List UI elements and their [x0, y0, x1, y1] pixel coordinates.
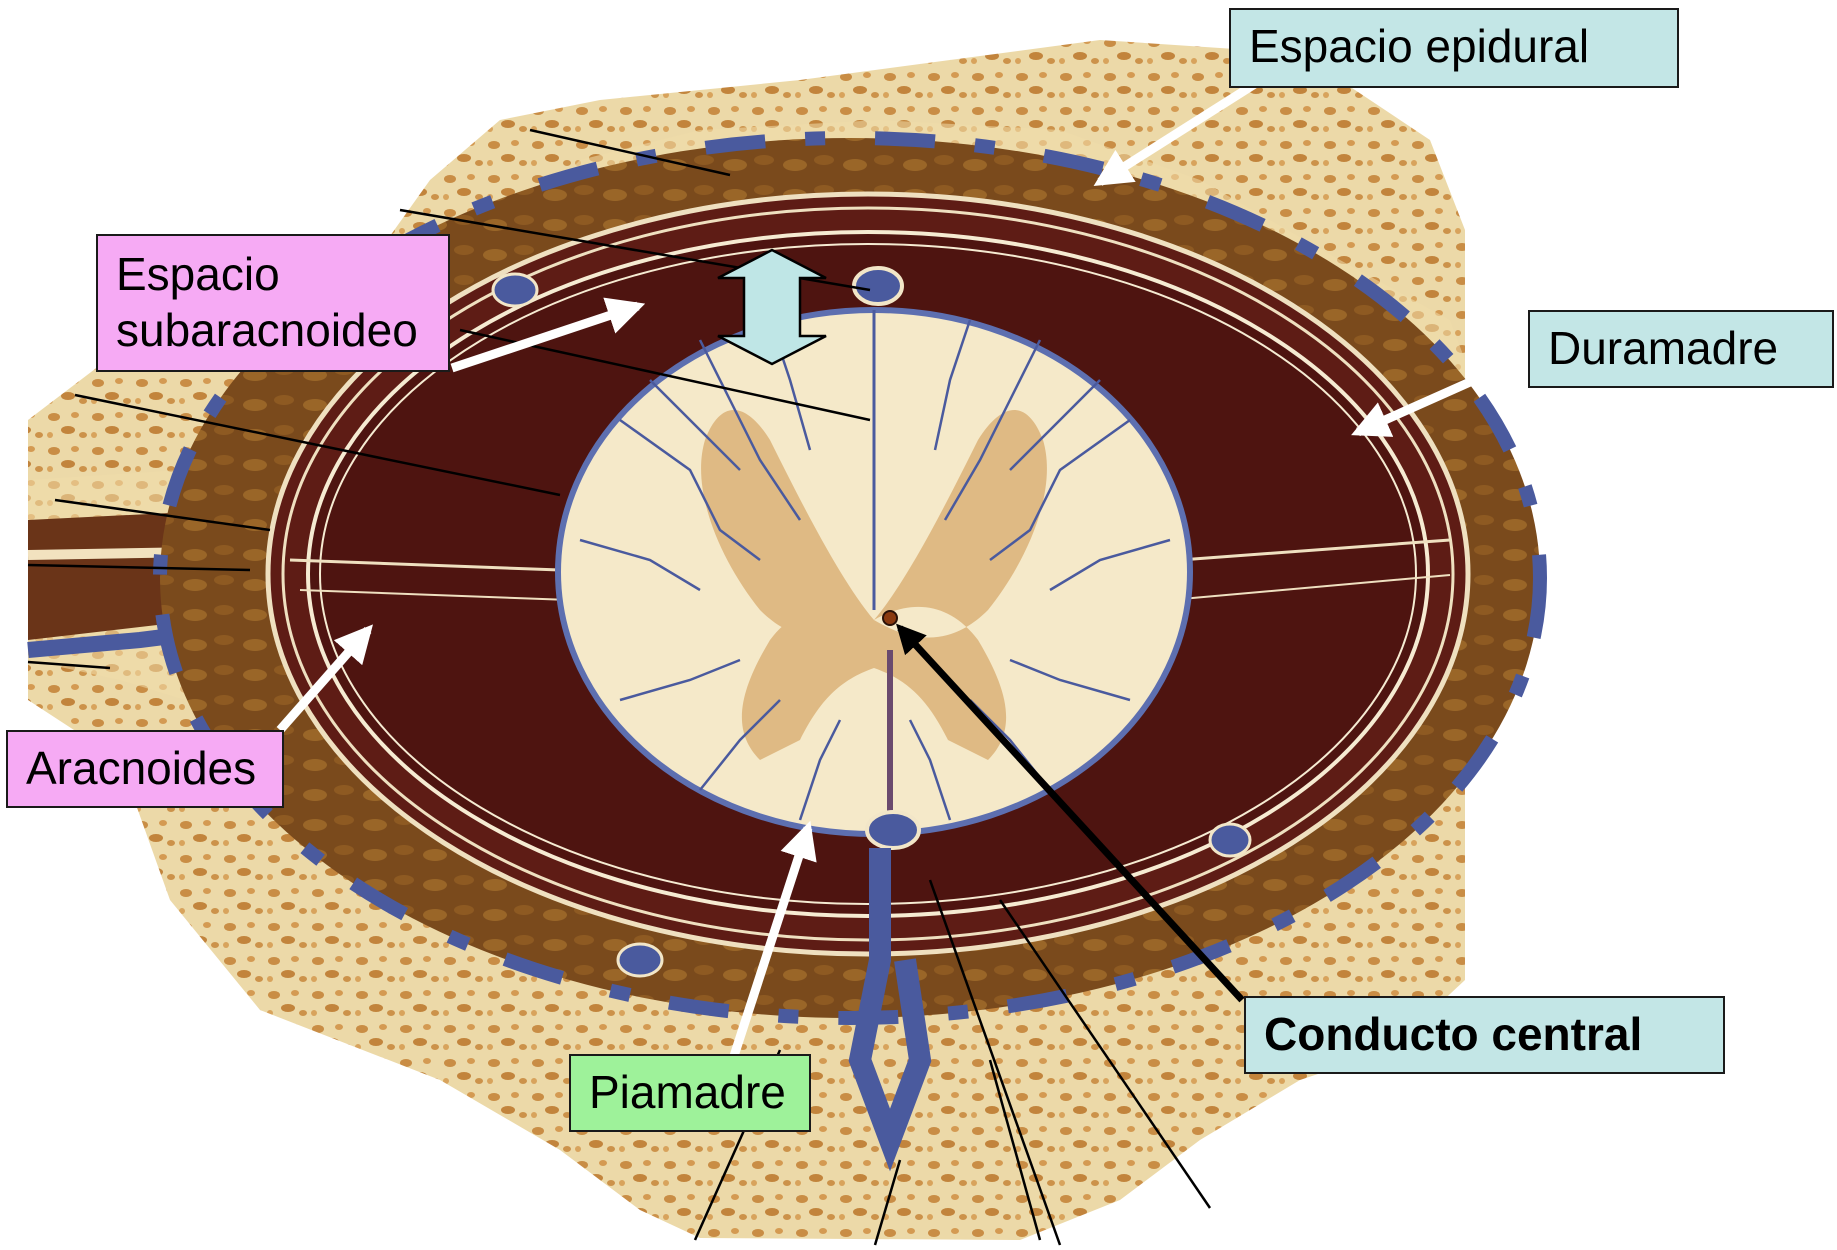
label-espacio-epidural-text: Espacio epidural: [1249, 20, 1589, 72]
label-espacio-subaracnoideo-line1: Espacio: [116, 246, 430, 302]
label-conducto-central: Conducto central: [1244, 996, 1725, 1074]
label-espacio-subaracnoideo-line2: subaracnoideo: [116, 302, 430, 358]
label-piamadre-text: Piamadre: [589, 1066, 786, 1118]
label-piamadre: Piamadre: [569, 1054, 811, 1132]
label-duramadre-text: Duramadre: [1548, 322, 1778, 374]
anterior-spinal-artery: [854, 268, 902, 304]
label-aracnoides-text: Aracnoides: [26, 742, 256, 794]
posterior-spinal-vein: [867, 812, 919, 848]
central-canal: [883, 611, 897, 625]
label-espacio-epidural: Espacio epidural: [1229, 8, 1679, 88]
label-aracnoides: Aracnoides: [6, 730, 284, 808]
label-espacio-subaracnoideo: Espacio subaracnoideo: [96, 234, 450, 372]
label-conducto-central-text: Conducto central: [1264, 1008, 1642, 1060]
label-duramadre: Duramadre: [1528, 310, 1834, 388]
